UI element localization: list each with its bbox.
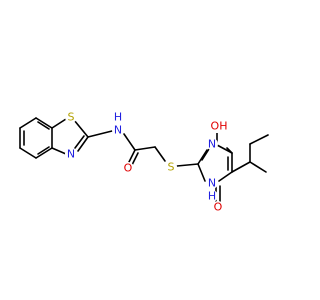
bond — [197, 163, 206, 182]
bond-double-inner — [37, 121, 50, 130]
bond — [77, 136, 89, 152]
bond — [176, 163, 199, 167]
bond — [19, 117, 37, 129]
bond — [19, 147, 37, 159]
bond — [134, 146, 156, 151]
atom-label: N — [208, 138, 216, 151]
bond — [35, 147, 53, 159]
atom-pyrimidine-n-top: N — [206, 138, 218, 151]
atom-thioether-s: S — [165, 161, 177, 174]
bond — [249, 161, 267, 173]
bond — [154, 146, 166, 162]
bond — [249, 134, 269, 145]
atom-oxo: O — [212, 201, 224, 214]
bond — [87, 130, 113, 138]
bond — [218, 171, 233, 182]
bond — [197, 149, 208, 165]
bond-double-inner — [74, 135, 85, 149]
bond-double-inner — [201, 148, 210, 161]
atom-label: S — [168, 161, 175, 174]
atom-amide-nh: N H — [112, 111, 124, 137]
atom-label: N — [114, 124, 122, 137]
atom-s1: S — [65, 111, 77, 124]
atom-carbonyl-o: O — [122, 162, 134, 175]
atom-pyrimidine-nh: N H — [206, 177, 218, 203]
bond-double — [131, 152, 139, 166]
atom-label: H — [208, 190, 216, 203]
atom-label: OH — [211, 120, 228, 133]
atom-labels: S N N H O S N N H — [65, 111, 229, 214]
bond — [216, 144, 233, 154]
bond — [231, 161, 251, 173]
atom-label: O — [124, 162, 133, 175]
bond — [35, 117, 53, 129]
atom-hydroxyl: OH — [209, 119, 229, 133]
bond — [226, 147, 233, 154]
bonds — [19, 117, 269, 204]
atom-label: S — [68, 111, 75, 124]
bond — [51, 147, 67, 155]
bond — [73, 119, 89, 138]
atom-label: H — [114, 111, 122, 124]
atom-label: N — [208, 177, 216, 190]
atom-label: O — [214, 201, 223, 214]
bond — [127, 149, 136, 165]
molecule-structure-diagram: S N N H O S N N H — [19, 111, 269, 214]
atom-label: N — [67, 148, 75, 161]
atom-n1: N — [65, 148, 77, 161]
bond — [123, 133, 136, 151]
bond — [51, 118, 67, 129]
bond-double-inner — [37, 146, 50, 155]
